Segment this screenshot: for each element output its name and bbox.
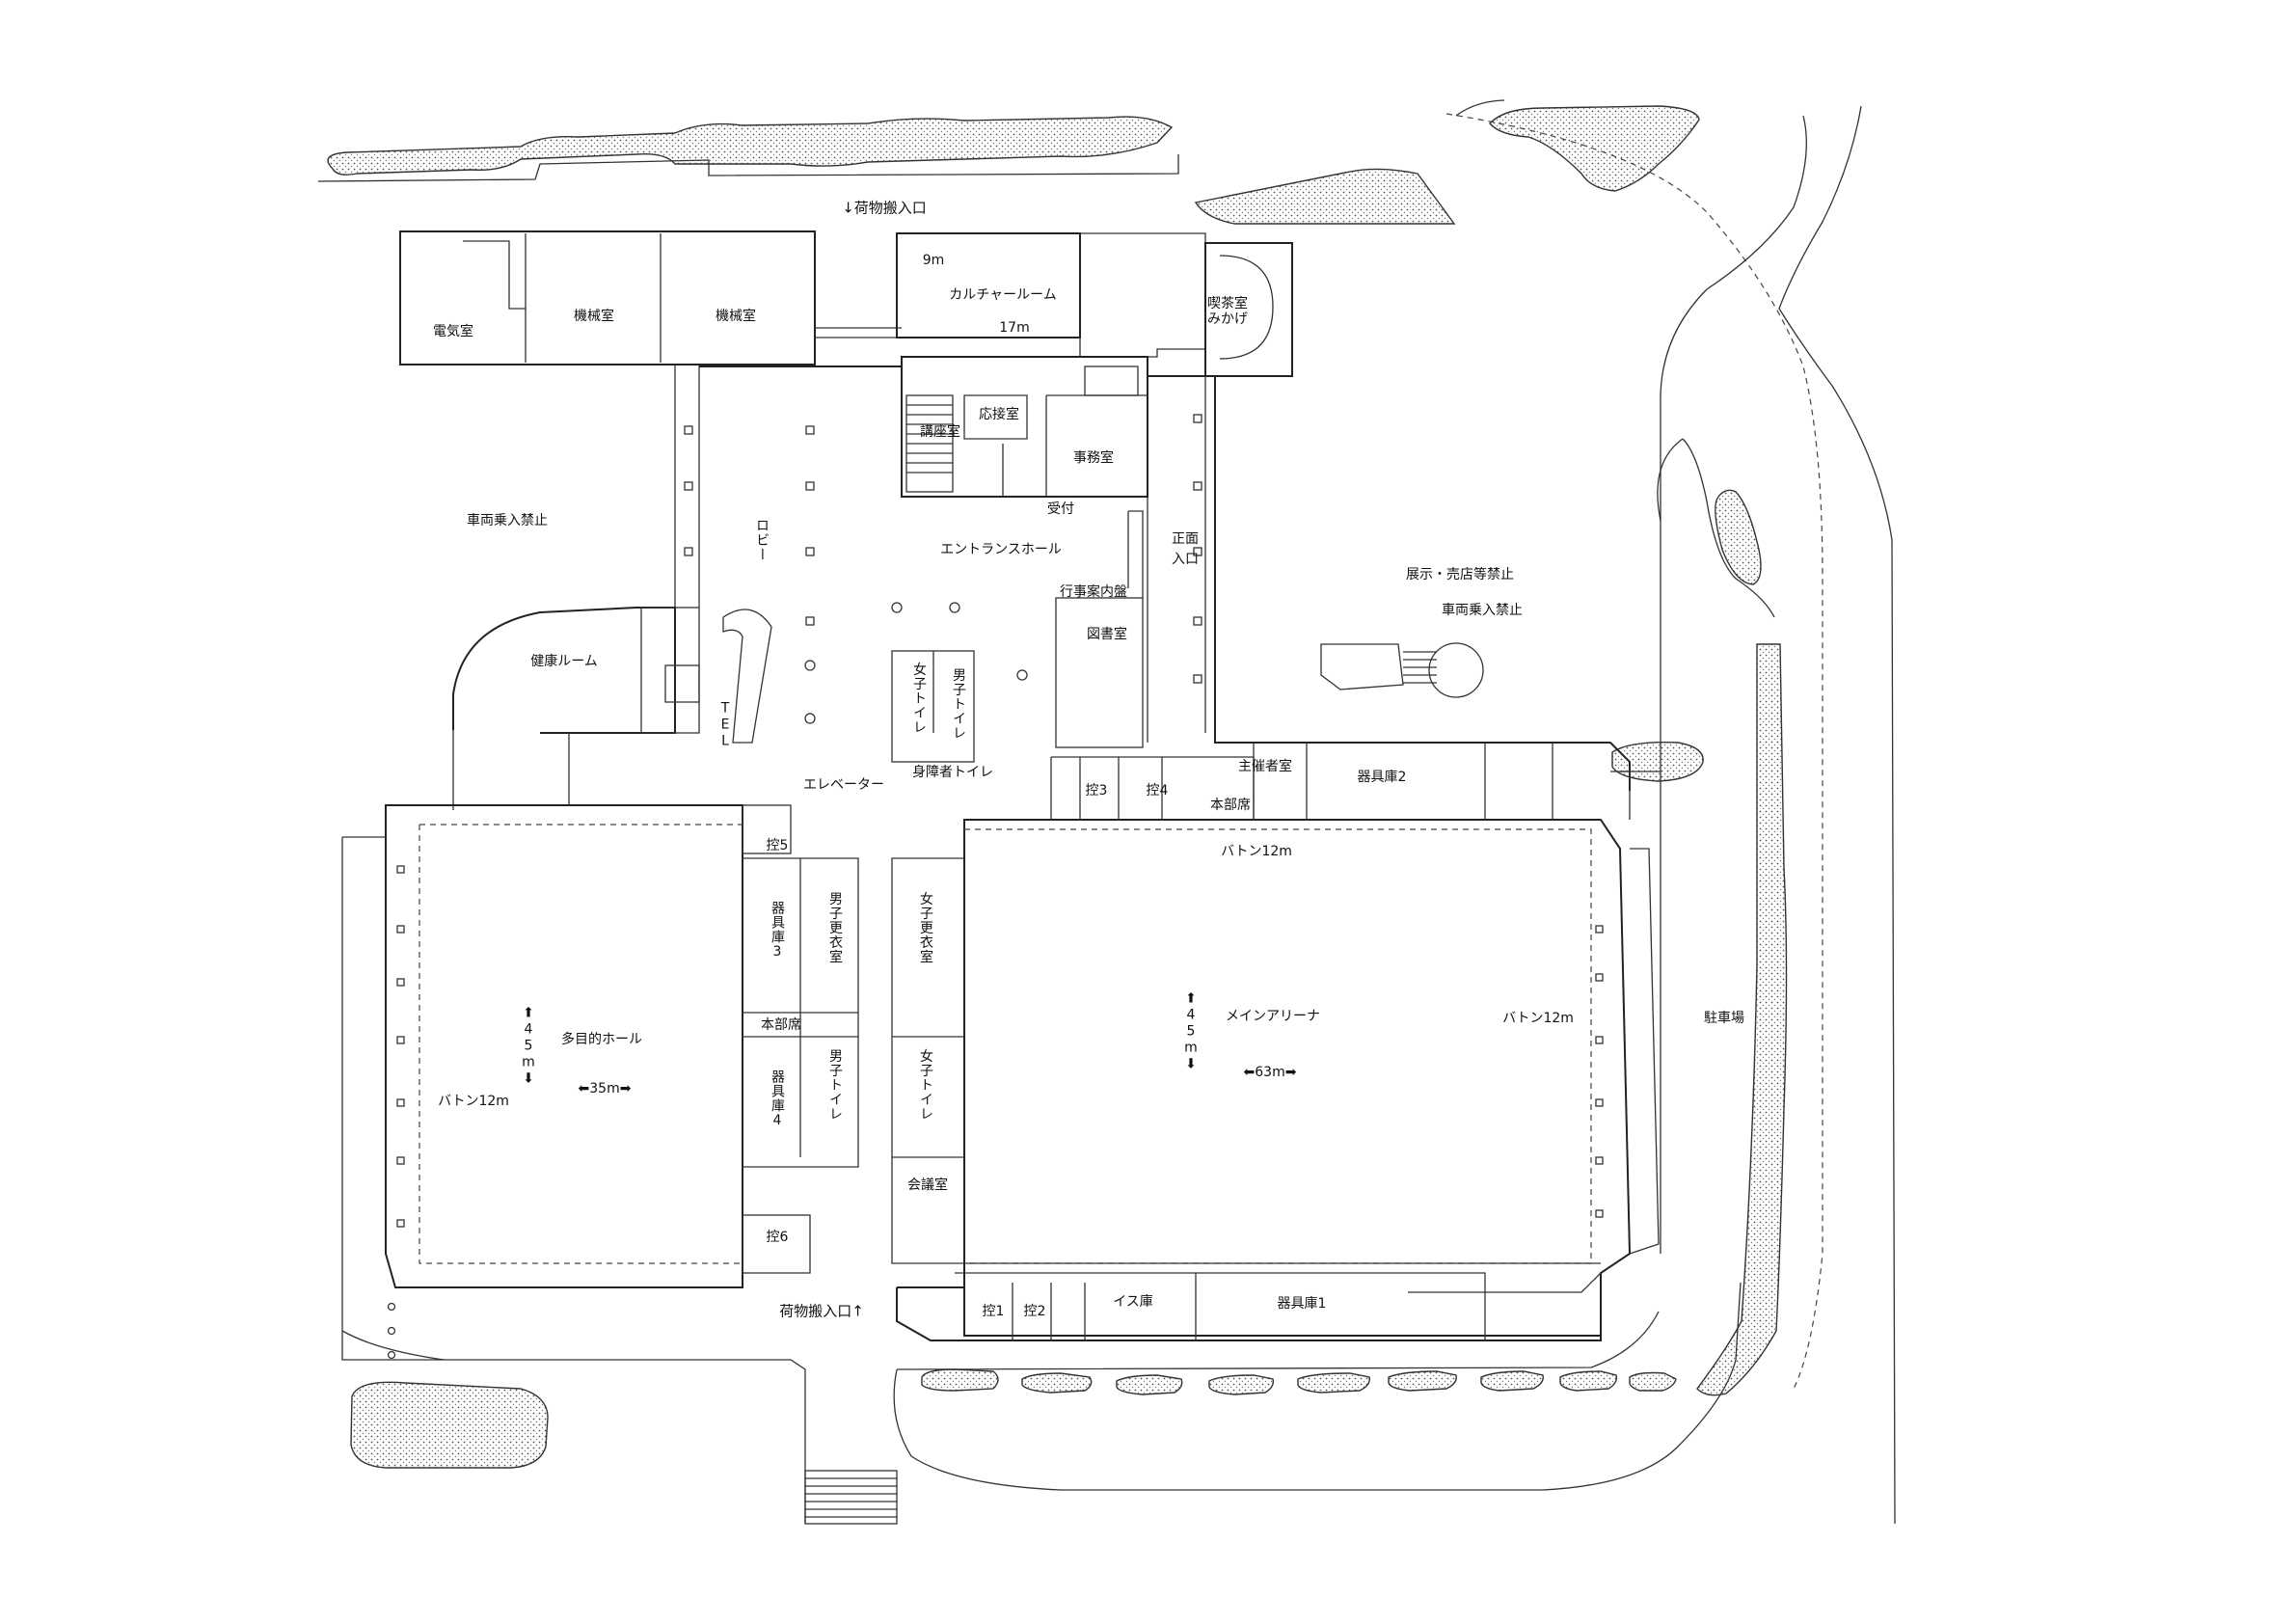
event-board-label: 行事案内盤 [1060, 584, 1127, 600]
no-vehicle-right-label: 車両乗入禁止 [1442, 603, 1523, 618]
main-entrance-label-2: 入口 [1172, 552, 1199, 567]
loading-dock-bottom-label: 荷物搬入口↑ [779, 1302, 864, 1320]
columns [396, 414, 1604, 1228]
waiting-room-1-label: 控1 [982, 1304, 1005, 1319]
main-arena-label: メインアリーナ [1226, 1009, 1320, 1024]
mens-locker-label: 男子更衣室 [827, 891, 843, 964]
waiting-room-4-label: 控4 [1146, 783, 1169, 798]
road-loop [1657, 438, 1775, 618]
no-exhibit-label: 展示・売店等禁止 [1406, 567, 1514, 582]
machine-room-2-label: 機械室 [716, 309, 756, 324]
road-outer-curve [1455, 99, 1807, 772]
womens-locker-label: 女子更衣室 [918, 891, 933, 964]
chair-storage-label: イス庫 [1113, 1294, 1153, 1310]
accessible-toilet-label: 身障者トイレ [912, 765, 993, 780]
cafe-label: 喫茶室 [1207, 296, 1248, 311]
road-right-edge [1778, 105, 1896, 1525]
bollards [387, 1302, 396, 1360]
waiting-room-5-label: 控5 [766, 838, 789, 853]
main-arena [963, 819, 1632, 1337]
top-edge-line [317, 154, 1179, 182]
equipment-store-3-label: 器具庫3 [770, 901, 785, 961]
multipurpose-hall-label: 多目的ホール [561, 1032, 642, 1047]
multi-hall-hq-seat-label: 本部席 [761, 1017, 801, 1033]
reception-desk-label: 受付 [1047, 501, 1074, 517]
arena-hq-seat-label: 本部席 [1210, 798, 1251, 813]
bottom-storage [896, 1286, 1602, 1341]
kissa-block [1204, 242, 1293, 377]
hedge-right-strip [1696, 643, 1788, 1396]
health-room [452, 607, 676, 734]
hall-outline [699, 365, 1631, 791]
main-entrance-label-1: 正面 [1172, 531, 1199, 547]
organizer-room-label: 主催者室 [1238, 759, 1292, 774]
arena-dim-45m: ⬆45m⬇ [1183, 990, 1199, 1073]
waiting-room-6-label: 控6 [766, 1230, 789, 1245]
right-stair [1320, 643, 1404, 690]
east-bays [1629, 848, 1660, 1255]
mens-toilet-label: 男子トイレ [951, 667, 966, 741]
baton-right-label: バトン12m [1502, 1011, 1574, 1026]
health-room-label: 健康ルーム [530, 654, 598, 669]
bottom-road [893, 1282, 1742, 1491]
building [342, 230, 1660, 1360]
machine-block [399, 230, 816, 365]
steps-lines [805, 1477, 897, 1518]
mens-toilet-2-label: 男子トイレ [827, 1048, 843, 1122]
multi-hall-dim-35m: ⬅35m➡ [578, 1081, 632, 1096]
entrance-hall-label: エントランスホール [940, 542, 1062, 557]
hedge-diagonal [1194, 168, 1456, 225]
hedge-parking-edge [1611, 742, 1704, 782]
spiral-stair [722, 609, 772, 744]
culture-room-label: カルチャールーム [949, 287, 1057, 303]
machine-room-1-label: 機械室 [574, 309, 614, 324]
lecture-room-label: 講座室 [920, 424, 960, 440]
baton-left-label: バトン12m [438, 1094, 509, 1109]
electric-room-label: 電気室 [433, 324, 473, 339]
culture-block [896, 232, 1081, 338]
arena-dim-63m: ⬅63m➡ [1243, 1065, 1297, 1080]
baton-top-label: バトン12m [1221, 844, 1292, 859]
culture-room-dim-9m: 9m [922, 253, 945, 268]
hedge-bottom-row [921, 1368, 1677, 1395]
womens-toilet-2-label: 女子トイレ [918, 1048, 933, 1122]
cafe-name-label: みかげ [1207, 311, 1248, 327]
multi-hall-dim-45m: ⬆45m⬇ [521, 1005, 536, 1088]
office-label: 事務室 [1073, 450, 1114, 466]
reception-room-label: 応接室 [979, 407, 1019, 422]
left-path [341, 837, 806, 1524]
lobby-label: ロビー [754, 518, 770, 562]
multipurpose-hall [385, 804, 743, 1288]
waiting-room-3-label: 控3 [1085, 783, 1108, 798]
hedge-island [1715, 489, 1762, 585]
equipment-store-1-label: 器具庫1 [1277, 1296, 1327, 1312]
bottom-road-inner [896, 1311, 1660, 1370]
left-path-2 [341, 1330, 445, 1361]
steps-bottom [804, 1470, 898, 1525]
no-vehicle-left-label: 車両乗入禁止 [467, 513, 548, 528]
library-label: 図書室 [1087, 627, 1127, 642]
equipment-store-4-label: 器具庫4 [770, 1069, 785, 1129]
womens-toilet-label: 女子トイレ [911, 662, 927, 735]
elevator-label: エレベーター [803, 777, 884, 793]
culture-room-dim-17m: 17m [999, 320, 1030, 336]
library-block [1055, 597, 1144, 748]
loading-dock-top-label: ↓荷物搬入口 [842, 199, 927, 217]
roads [317, 99, 1896, 1525]
meeting-room-label: 会議室 [907, 1177, 948, 1193]
round-columns [804, 602, 1028, 724]
parking-label: 駐車場 [1704, 1011, 1744, 1026]
equipment-store-2-label: 器具庫2 [1357, 770, 1407, 785]
hedge-bottom-left [350, 1381, 549, 1469]
office-block [901, 356, 1148, 498]
hedge-top-left [327, 116, 1174, 176]
road-centerline [1445, 113, 1823, 1390]
waiting-room-2-label: 控2 [1023, 1304, 1046, 1319]
telephone-label: TEL [717, 700, 733, 750]
